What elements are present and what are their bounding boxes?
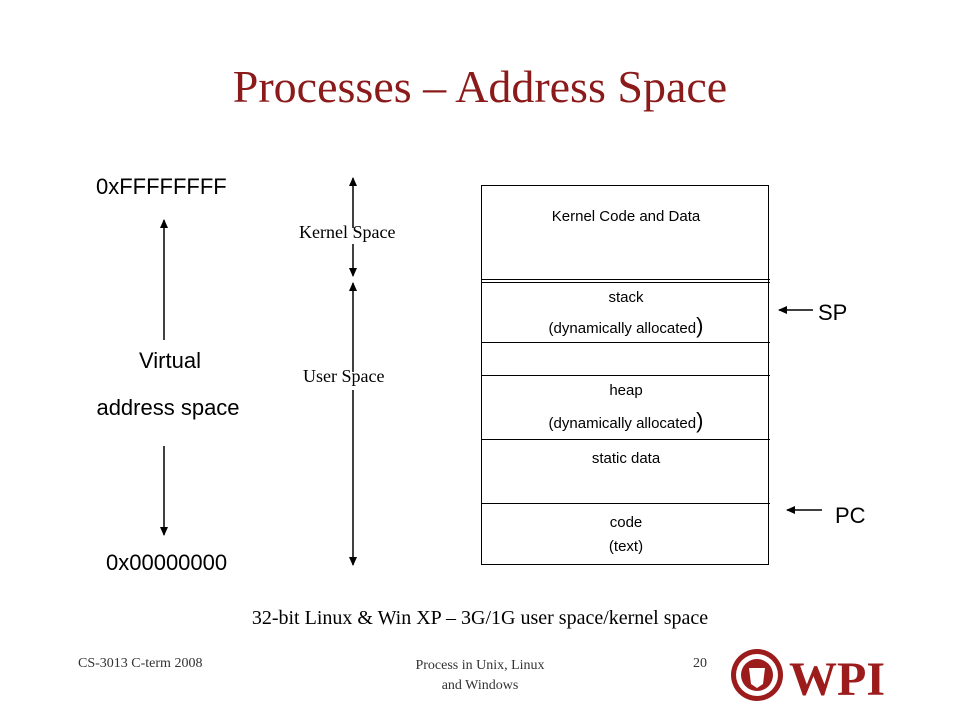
bottom-address-label: 0x00000000 [106, 550, 228, 575]
code-label: code [609, 514, 643, 531]
sp-label: SP [818, 300, 848, 325]
footer-page-number: 20 [693, 656, 707, 671]
heap-note-paren: ) [696, 408, 704, 433]
stack-region: stack (dynamically allocated) [482, 283, 770, 342]
slide-title: Processes – Address Space [232, 61, 728, 112]
stack-note-paren: ) [696, 313, 704, 338]
wpi-wordmark-icon: WPI [787, 650, 885, 706]
code-note: (text) [608, 538, 644, 555]
heap-note-text: (dynamically allocated [548, 415, 697, 432]
static-label: static data [591, 450, 661, 467]
heap-region: heap (dynamically allocated) [482, 375, 770, 439]
footer-subject: Process in Unix, Linux and Windows [380, 656, 580, 696]
footer-subject-line1: Process in Unix, Linux [415, 658, 545, 673]
kernel-region: Kernel Code and Data [482, 186, 770, 279]
kernel-region-label: Kernel Code and Data [551, 208, 701, 225]
virtual-label: Virtual [139, 348, 201, 373]
heap-note: (dynamically allocated) [482, 408, 770, 434]
footer-subject-line2: and Windows [441, 678, 519, 693]
slide-caption: 32-bit Linux & Win XP – 3G/1G user space… [251, 607, 709, 629]
stack-note: (dynamically allocated) [482, 313, 770, 339]
stack-label: stack [608, 289, 644, 306]
kernel-boundary [482, 279, 770, 283]
static-region: static data [482, 439, 770, 503]
top-address-label: 0xFFFFFFFF [96, 174, 227, 199]
free-region [482, 342, 770, 375]
user-space-label: User Space [303, 366, 385, 386]
seal-icon [731, 649, 783, 701]
kernel-space-label: Kernel Space [299, 222, 396, 242]
stack-note-text: (dynamically allocated [548, 320, 697, 337]
heap-label: heap [609, 382, 643, 399]
address-space-label: address space [96, 395, 240, 420]
footer-course: CS-3013 C-term 2008 [78, 656, 203, 671]
code-region: code (text) [482, 503, 770, 566]
memory-layout: Kernel Code and Data stack (dynamically … [481, 185, 770, 566]
svg-text:WPI: WPI [789, 653, 885, 706]
pc-label: PC [835, 503, 866, 528]
